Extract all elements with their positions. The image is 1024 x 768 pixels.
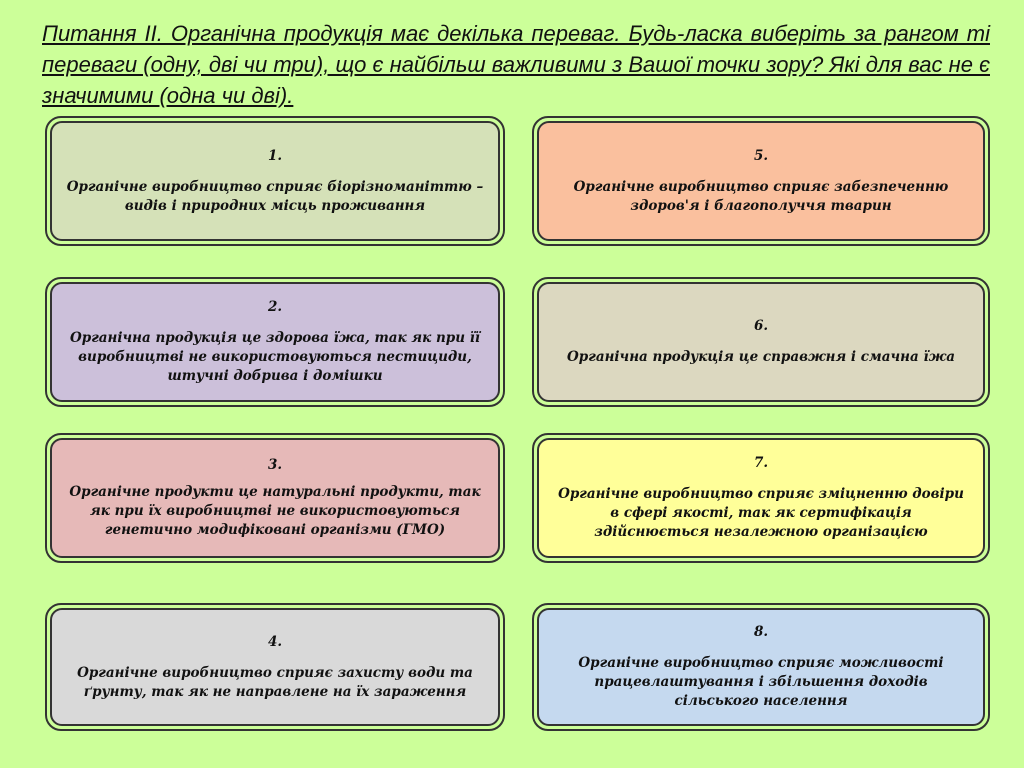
- benefit-card-2-body: 2. Органічна продукція це здорова їжа, т…: [50, 282, 500, 402]
- benefit-card-1-body: 1. Органічне виробництво сприяє біорізно…: [50, 121, 500, 241]
- benefit-card-6-body: 6. Органічна продукція це справжня і сма…: [537, 282, 985, 402]
- benefit-card-number: 8.: [753, 624, 769, 640]
- benefit-card-6[interactable]: 6. Органічна продукція це справжня і сма…: [532, 277, 990, 407]
- question-title: Питання ІІ. Органічна продукція має декі…: [42, 21, 990, 108]
- benefit-card-4[interactable]: 4. Органічне виробництво сприяє захисту …: [45, 603, 505, 731]
- benefit-card-number: 5.: [753, 147, 769, 164]
- benefit-card-text: Органічне виробництво сприяє забезпеченн…: [573, 178, 949, 214]
- benefit-card-8[interactable]: 8. Органічне виробництво сприяє можливос…: [532, 603, 990, 731]
- benefit-card-number: 4.: [267, 633, 283, 650]
- benefit-card-text: Органічне виробництво сприяє зміцненню д…: [558, 486, 964, 540]
- benefit-card-2[interactable]: 2. Органічна продукція це здорова їжа, т…: [45, 277, 505, 407]
- benefit-card-text: Органічне виробництво сприяє можливості …: [578, 655, 944, 709]
- benefit-card-number: 7.: [753, 455, 769, 471]
- benefit-card-8-body: 8. Органічне виробництво сприяє можливос…: [537, 608, 985, 726]
- benefit-card-text: Органічне виробництво сприяє біорізноман…: [66, 178, 484, 214]
- benefit-card-text: Органічна продукція це здорова їжа, так …: [70, 330, 480, 384]
- benefit-card-1[interactable]: 1. Органічне виробництво сприяє біорізно…: [45, 116, 505, 246]
- benefit-card-number: 3.: [267, 457, 283, 473]
- benefit-card-number: 6.: [753, 318, 769, 334]
- benefit-card-text: Органічна продукція це справжня і смачна…: [567, 349, 955, 365]
- benefit-card-text: Органічне виробництво сприяє захисту вод…: [77, 664, 473, 700]
- benefit-card-number: 2.: [267, 299, 283, 315]
- benefit-card-4-body: 4. Органічне виробництво сприяє захисту …: [50, 608, 500, 726]
- benefit-card-text: Органічне продукти це натуральні продукт…: [69, 484, 481, 538]
- benefit-card-5[interactable]: 5. Органічне виробництво сприяє забезпеч…: [532, 116, 990, 246]
- benefit-card-7-body: 7. Органічне виробництво сприяє зміцненн…: [537, 438, 985, 558]
- benefit-card-5-body: 5. Органічне виробництво сприяє забезпеч…: [537, 121, 985, 241]
- benefit-card-number: 1.: [267, 147, 283, 164]
- benefit-card-3-body: 3. Органічне продукти це натуральні прод…: [50, 438, 500, 558]
- benefit-card-7[interactable]: 7. Органічне виробництво сприяє зміцненн…: [532, 433, 990, 563]
- benefit-card-3[interactable]: 3. Органічне продукти це натуральні прод…: [45, 433, 505, 563]
